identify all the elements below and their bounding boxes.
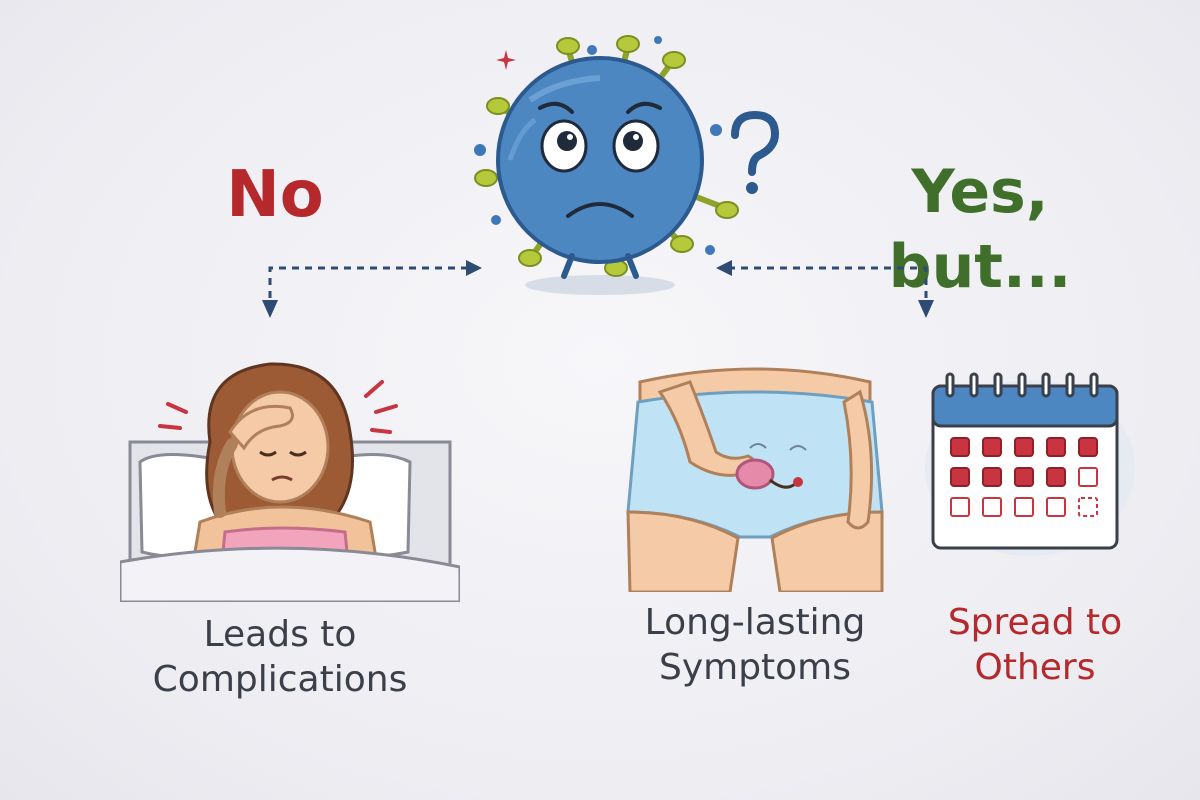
- arrow-head-down-left: [262, 300, 278, 318]
- caption-line: Leads to: [130, 612, 430, 657]
- caption-line: Others: [905, 645, 1165, 690]
- caption-line: Complications: [130, 657, 430, 702]
- arrow-head-down-right: [918, 300, 934, 318]
- left-connector-line: [270, 268, 468, 298]
- pelvic-pain-icon: [620, 362, 890, 592]
- caption-line: Spread to: [905, 600, 1165, 645]
- woman-with-headache-in-bed-icon: [120, 352, 460, 602]
- caption-spread-to-others: Spread to Others: [905, 600, 1165, 690]
- caption-leads-to-complications: Leads to Complications: [130, 612, 430, 702]
- caption-line: Long-lasting: [600, 600, 910, 645]
- sad-virus-icon: [440, 20, 760, 300]
- question-mark-icon: [720, 110, 790, 200]
- caption-long-lasting-symptoms: Long-lasting Symptoms: [600, 600, 910, 690]
- sparkle-icon: [494, 48, 518, 72]
- caption-line: Symptoms: [600, 645, 910, 690]
- calendar-icon: [925, 368, 1135, 558]
